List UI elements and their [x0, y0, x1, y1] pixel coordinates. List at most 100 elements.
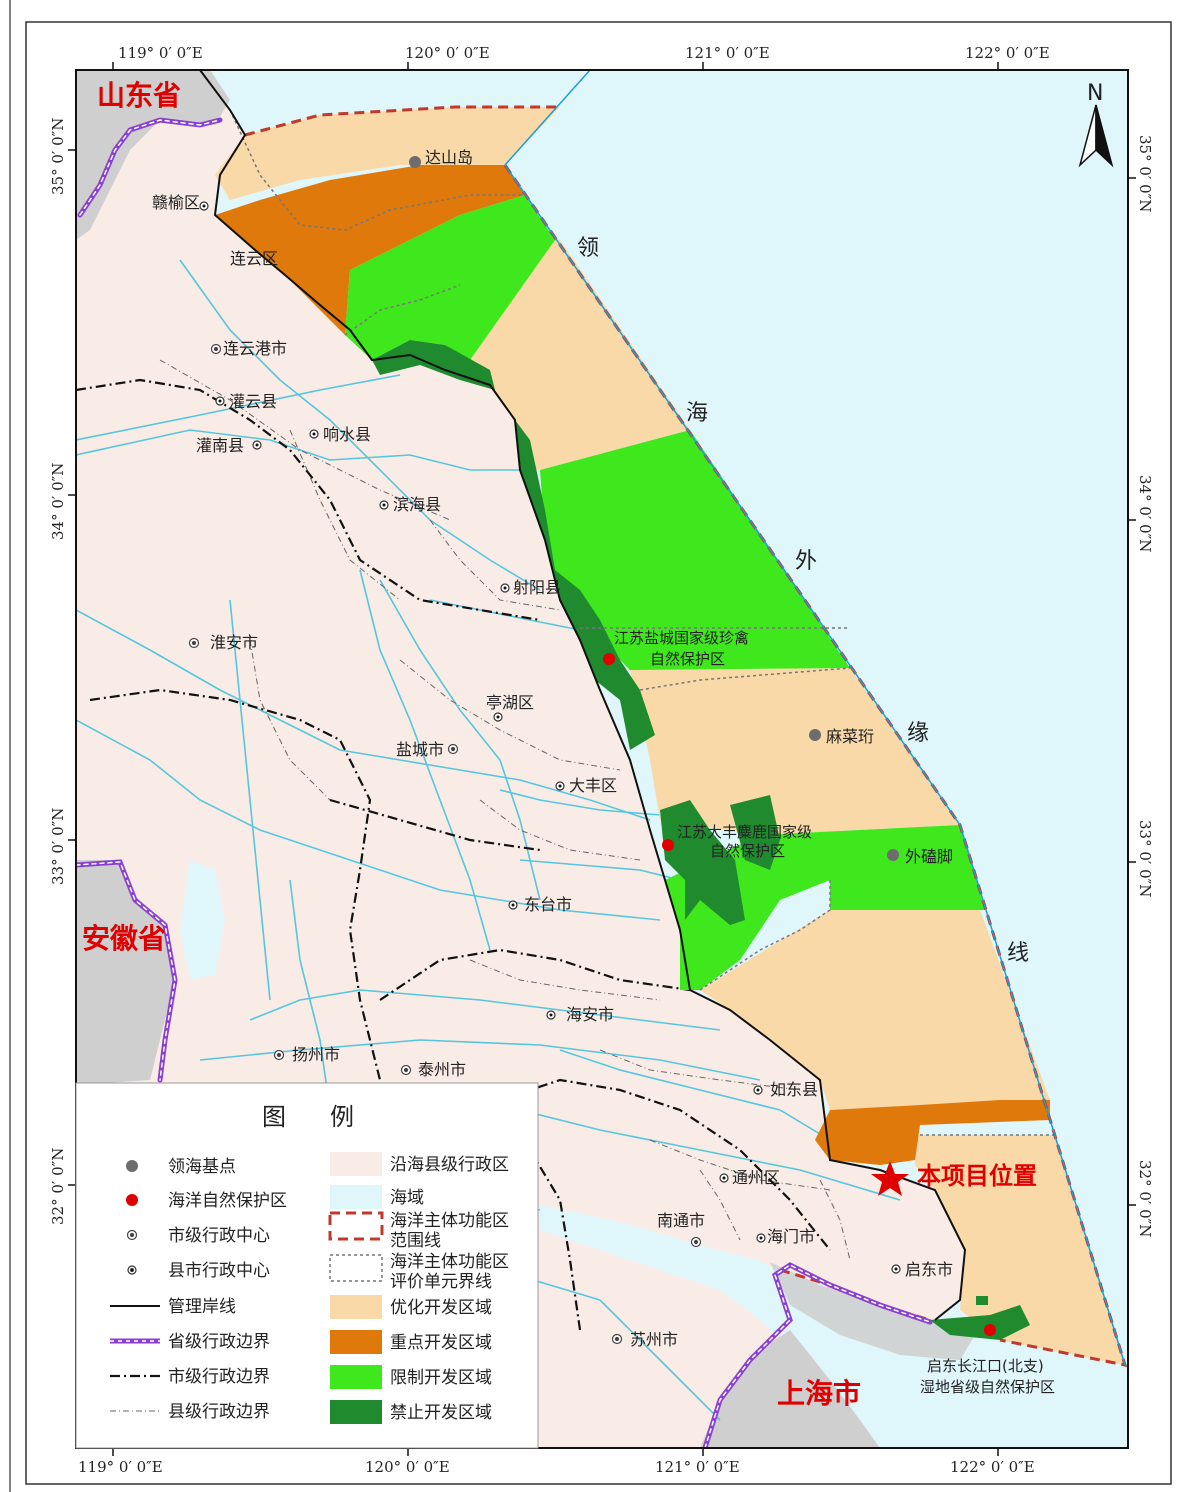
legend-unit-label-2: 评价单元界线	[390, 1272, 492, 1292]
coord-right-4: 32° 0′ 0″N	[1136, 1160, 1154, 1237]
legend-reserve-symbol	[126, 1194, 138, 1206]
coord-top-2: 120° 0′ 0″E	[405, 44, 490, 62]
legend-land-label: 沿海县级行政区	[390, 1155, 509, 1175]
legend-restrict-swatch	[330, 1365, 382, 1389]
label-qidong-reserve-2: 湿地省级自然保护区	[920, 1378, 1055, 1396]
legend-unit-label-1: 海洋主体功能区	[390, 1252, 509, 1272]
optimize-zone-south	[700, 910, 1050, 1110]
territorial-char-5: 线	[1007, 941, 1029, 966]
reserve-point-dafeng	[662, 839, 674, 851]
legend-city-symbol	[126, 1229, 138, 1241]
anhui-region	[76, 860, 175, 1085]
coord-top-1: 119° 0′ 0″E	[118, 44, 203, 62]
legend-title-2: 例	[330, 1103, 354, 1131]
coord-left-1: 35° 0′ 0″N	[49, 118, 67, 195]
forbid-zone-yancheng	[515, 420, 655, 750]
province-shandong: 山东省	[97, 79, 181, 112]
label-malai: 麻菜珩	[826, 727, 874, 746]
province-shanghai: 上海市	[777, 1377, 861, 1410]
legend-restrict-label: 限制开发区域	[390, 1368, 492, 1388]
coord-right-1: 35° 0′ 0″N	[1136, 135, 1154, 212]
coord-bottom-1: 119° 0′ 0″E	[78, 1458, 163, 1476]
coord-bottom-4: 122° 0′ 0″E	[950, 1458, 1035, 1476]
label-taizhou: 泰州市	[418, 1060, 466, 1079]
ticks	[68, 62, 1136, 1456]
shandong-region	[76, 70, 230, 240]
label-binhai: 滨海县	[393, 495, 441, 514]
legend-province-label: 省级行政边界	[168, 1332, 270, 1352]
label-dashan: 达山岛	[425, 148, 473, 167]
reserve-point-qidong	[984, 1324, 996, 1336]
label-dafeng-reserve-1: 江苏大丰麋鹿国家级	[677, 823, 812, 841]
label-project: 本项目位置	[917, 1162, 1037, 1190]
forbid-zone-dafeng-2	[730, 795, 780, 870]
legend-range-label-1: 海洋主体功能区	[390, 1211, 509, 1231]
legend-forbid-swatch	[330, 1400, 382, 1424]
city-borders	[76, 378, 831, 1331]
forbid-zone-qidong	[930, 1305, 1030, 1340]
territorial-outer-line	[504, 70, 1126, 1366]
coord-right-2: 34° 0′ 0″N	[1136, 475, 1154, 552]
label-guannan: 灌南县	[196, 436, 244, 455]
label-dafeng-reserve-2: 自然保护区	[710, 842, 785, 860]
baseline-point-waiqi	[887, 849, 899, 861]
label-dongtai: 东台市	[524, 895, 572, 914]
chongming-island	[770, 1262, 975, 1360]
coord-left-4: 32° 0′ 0″N	[49, 1148, 67, 1225]
coord-bottom-3: 121° 0′ 0″E	[655, 1458, 740, 1476]
reserve-point-yancheng	[603, 653, 615, 665]
label-guanyun: 灌云县	[229, 392, 277, 411]
coord-top-4: 122° 0′ 0″E	[965, 44, 1050, 62]
legend-county-symbol	[127, 1265, 137, 1275]
label-suzhou: 苏州市	[630, 1330, 678, 1349]
coastal-land	[76, 70, 965, 1330]
legend-baseline-label: 领海基点	[168, 1157, 236, 1177]
label-rudong: 如东县	[770, 1080, 818, 1099]
county-borders	[159, 359, 851, 1261]
legend-key-label: 重点开发区域	[390, 1333, 492, 1353]
territorial-char-4: 缘	[907, 721, 929, 746]
label-haimen: 海门市	[767, 1227, 815, 1246]
management-coastline	[199, 70, 967, 1321]
legend-land-swatch	[330, 1152, 382, 1176]
label-haian: 海安市	[566, 1005, 614, 1024]
county-centers	[199, 201, 901, 1274]
label-qidong-reserve-1: 启东长江口(北支)	[927, 1357, 1044, 1375]
territorial-char-1: 领	[577, 236, 599, 261]
coord-bottom-2: 120° 0′ 0″E	[365, 1458, 450, 1476]
legend-box	[75, 1082, 539, 1449]
label-tinghu: 亭湖区	[486, 693, 534, 712]
legend: 图 例 领海基点 海洋自然保护区 市级行政中心 县市行政中心 管理岸线 省级行政…	[75, 1082, 539, 1449]
optimize-zone-mid-north	[470, 235, 690, 470]
label-ganyu: 赣榆区	[152, 193, 200, 212]
baseline-point-dashan	[409, 156, 421, 168]
legend-city-border-label: 市级行政边界	[168, 1367, 270, 1387]
legend-county-label: 县市行政中心	[168, 1261, 270, 1281]
label-dafeng: 大丰区	[569, 776, 617, 795]
restrict-zone-1	[345, 195, 555, 360]
north-arrow-icon	[1078, 104, 1114, 168]
label-huaian: 淮安市	[210, 633, 258, 652]
optimize-zone-north	[215, 107, 560, 200]
label-waiqi: 外磕脚	[905, 847, 953, 866]
unit-borders	[229, 109, 1055, 1136]
label-nantong: 南通市	[657, 1211, 705, 1230]
legend-optimize-swatch	[330, 1295, 382, 1319]
legend-baseline-symbol	[126, 1160, 138, 1172]
legend-unit-swatch	[329, 1254, 383, 1282]
baseline-point-malai	[809, 729, 821, 741]
label-lianyun: 连云区	[230, 249, 278, 268]
optimize-zone-central	[630, 668, 960, 835]
legend-key-swatch	[330, 1330, 382, 1354]
coord-left-2: 34° 0′ 0″N	[49, 463, 67, 540]
territorial-char-2: 海	[686, 401, 708, 426]
label-yancheng-reserve-1: 江苏盐城国家级珍禽	[614, 629, 749, 647]
map-border	[75, 69, 1129, 1449]
restrict-zone-2	[540, 430, 850, 670]
legend-forbid-label: 禁止开发区域	[390, 1403, 492, 1423]
legend-range-label-2: 范围线	[390, 1231, 441, 1251]
coord-left-3: 33° 0′ 0″N	[49, 808, 67, 885]
legend-range-swatch	[328, 1211, 384, 1241]
city-centers	[188, 343, 702, 1345]
